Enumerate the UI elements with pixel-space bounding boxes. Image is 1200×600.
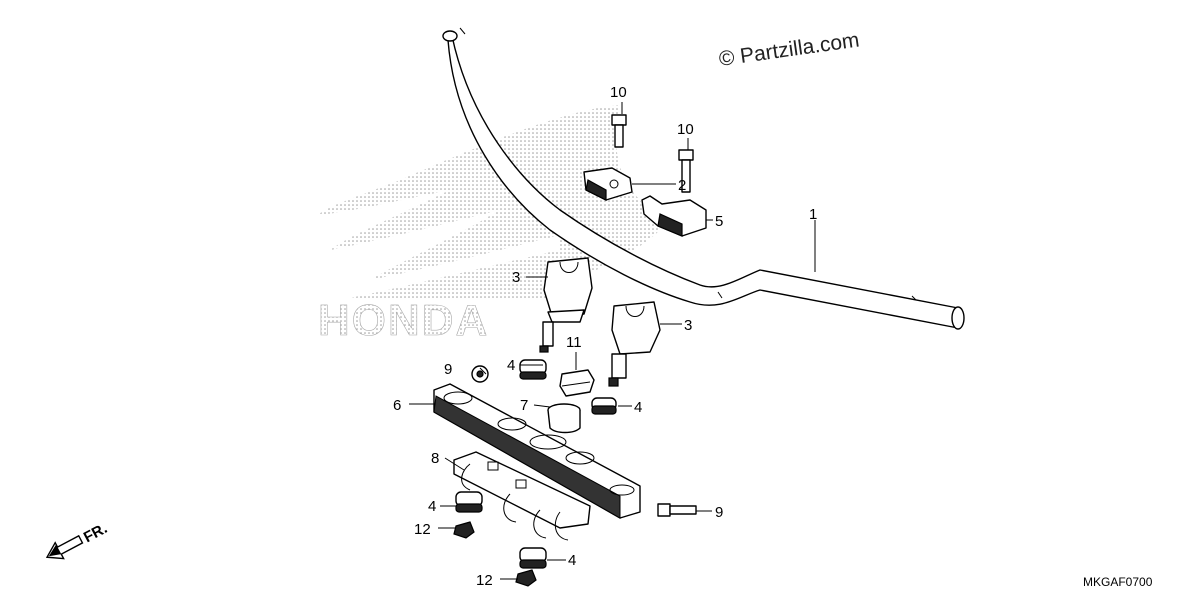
callout-9: 9 <box>715 504 723 521</box>
honda-logo-text: HONDA <box>318 296 489 345</box>
handlebar-holder-3-left <box>539 257 593 353</box>
bushing-4-c <box>455 491 483 513</box>
nut-11 <box>559 369 595 397</box>
callout-10: 10 <box>610 84 627 101</box>
callout-12: 12 <box>414 521 431 538</box>
upper-holder-5 <box>641 195 707 237</box>
callout-7: 7 <box>520 397 528 414</box>
bolt-10-right <box>678 149 694 193</box>
bushing-4-d <box>519 547 547 569</box>
callout-8: 8 <box>431 450 439 467</box>
callout-11: 11 <box>566 334 582 351</box>
callout-5: 5 <box>715 213 723 230</box>
callout-2: 2 <box>678 177 686 194</box>
callout-4: 4 <box>634 399 642 416</box>
collar-7 <box>547 403 581 434</box>
callout-9: 9 <box>444 361 452 378</box>
callout-12: 12 <box>476 572 493 589</box>
diagram-code: MKGAF0700 <box>1083 575 1153 589</box>
nut-12-a <box>453 521 475 539</box>
bushing-4-b <box>591 397 617 415</box>
nut-9 <box>471 365 489 383</box>
callout-10: 10 <box>677 121 694 138</box>
front-direction-marker: FR. <box>45 520 110 560</box>
arrow-icon <box>45 534 84 560</box>
callout-4: 4 <box>568 552 576 569</box>
callout-4: 4 <box>428 498 436 515</box>
top-bridge-6 <box>433 383 641 519</box>
callout-6: 6 <box>393 397 401 414</box>
bracket-8 <box>453 451 591 541</box>
nut-12-b <box>515 569 537 587</box>
bolt-9 <box>657 503 697 517</box>
front-marker-text: FR. <box>81 520 110 546</box>
bushing-4-a <box>519 359 547 380</box>
callouts: 1 2 3 3 4 4 4 4 5 6 7 8 9 9 10 10 11 12 … <box>393 84 817 589</box>
bolt-10-left <box>611 114 627 148</box>
handlebar <box>442 27 965 330</box>
handlebar-holder-3-right <box>608 301 661 387</box>
leader-lines <box>409 102 816 580</box>
callout-3: 3 <box>684 317 692 334</box>
callout-3: 3 <box>512 269 520 286</box>
watermark: © Partzilla.com <box>717 28 860 70</box>
callout-4: 4 <box>507 357 515 374</box>
upper-holder-2 <box>583 167 633 201</box>
honda-wing-logo: HONDA <box>318 105 660 345</box>
callout-1: 1 <box>809 206 817 223</box>
